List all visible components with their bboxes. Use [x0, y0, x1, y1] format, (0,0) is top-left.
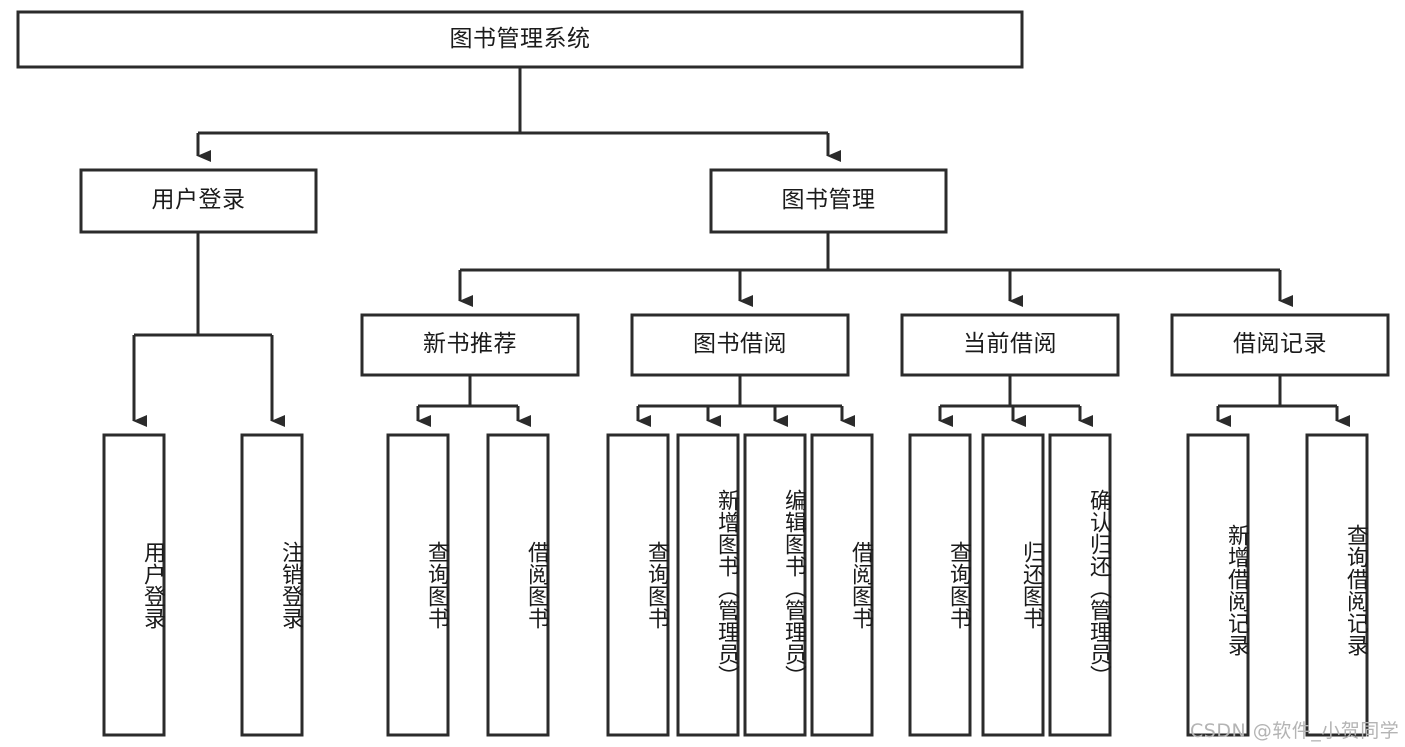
- leaf-box-borrow-book[interactable]: [810, 433, 874, 737]
- csdn-watermark: CSDN @软件_小贺同学: [1190, 720, 1400, 742]
- leaf-box-query-book-current[interactable]: [908, 433, 972, 737]
- leaf-box-query-book-recommend[interactable]: [386, 433, 450, 737]
- leaf-box-confirm-return-admin[interactable]: [1048, 433, 1112, 737]
- leaf-box-edit-book-admin[interactable]: [743, 433, 807, 737]
- node-box-current-borrow[interactable]: [900, 313, 1120, 377]
- leaf-box-add-borrow-record[interactable]: [1186, 433, 1250, 737]
- node-box-book-borrow[interactable]: [630, 313, 850, 377]
- leaf-box-user-login[interactable]: [102, 433, 166, 737]
- node-box-borrow-record[interactable]: [1170, 313, 1390, 377]
- leaf-box-user-logout[interactable]: [240, 433, 304, 737]
- leaf-box-borrow-book-recommend[interactable]: [486, 433, 550, 737]
- leaf-box-add-book-admin[interactable]: [676, 433, 740, 737]
- leaf-box-query-borrow-record[interactable]: [1305, 433, 1369, 737]
- node-box-new-book-recommend[interactable]: [360, 313, 580, 377]
- leaf-box-return-book[interactable]: [981, 433, 1045, 737]
- node-box-root[interactable]: [16, 10, 1024, 69]
- node-box-user-login[interactable]: [79, 168, 318, 234]
- leaf-box-query-book-borrow[interactable]: [606, 433, 670, 737]
- node-box-book-management[interactable]: [709, 168, 948, 234]
